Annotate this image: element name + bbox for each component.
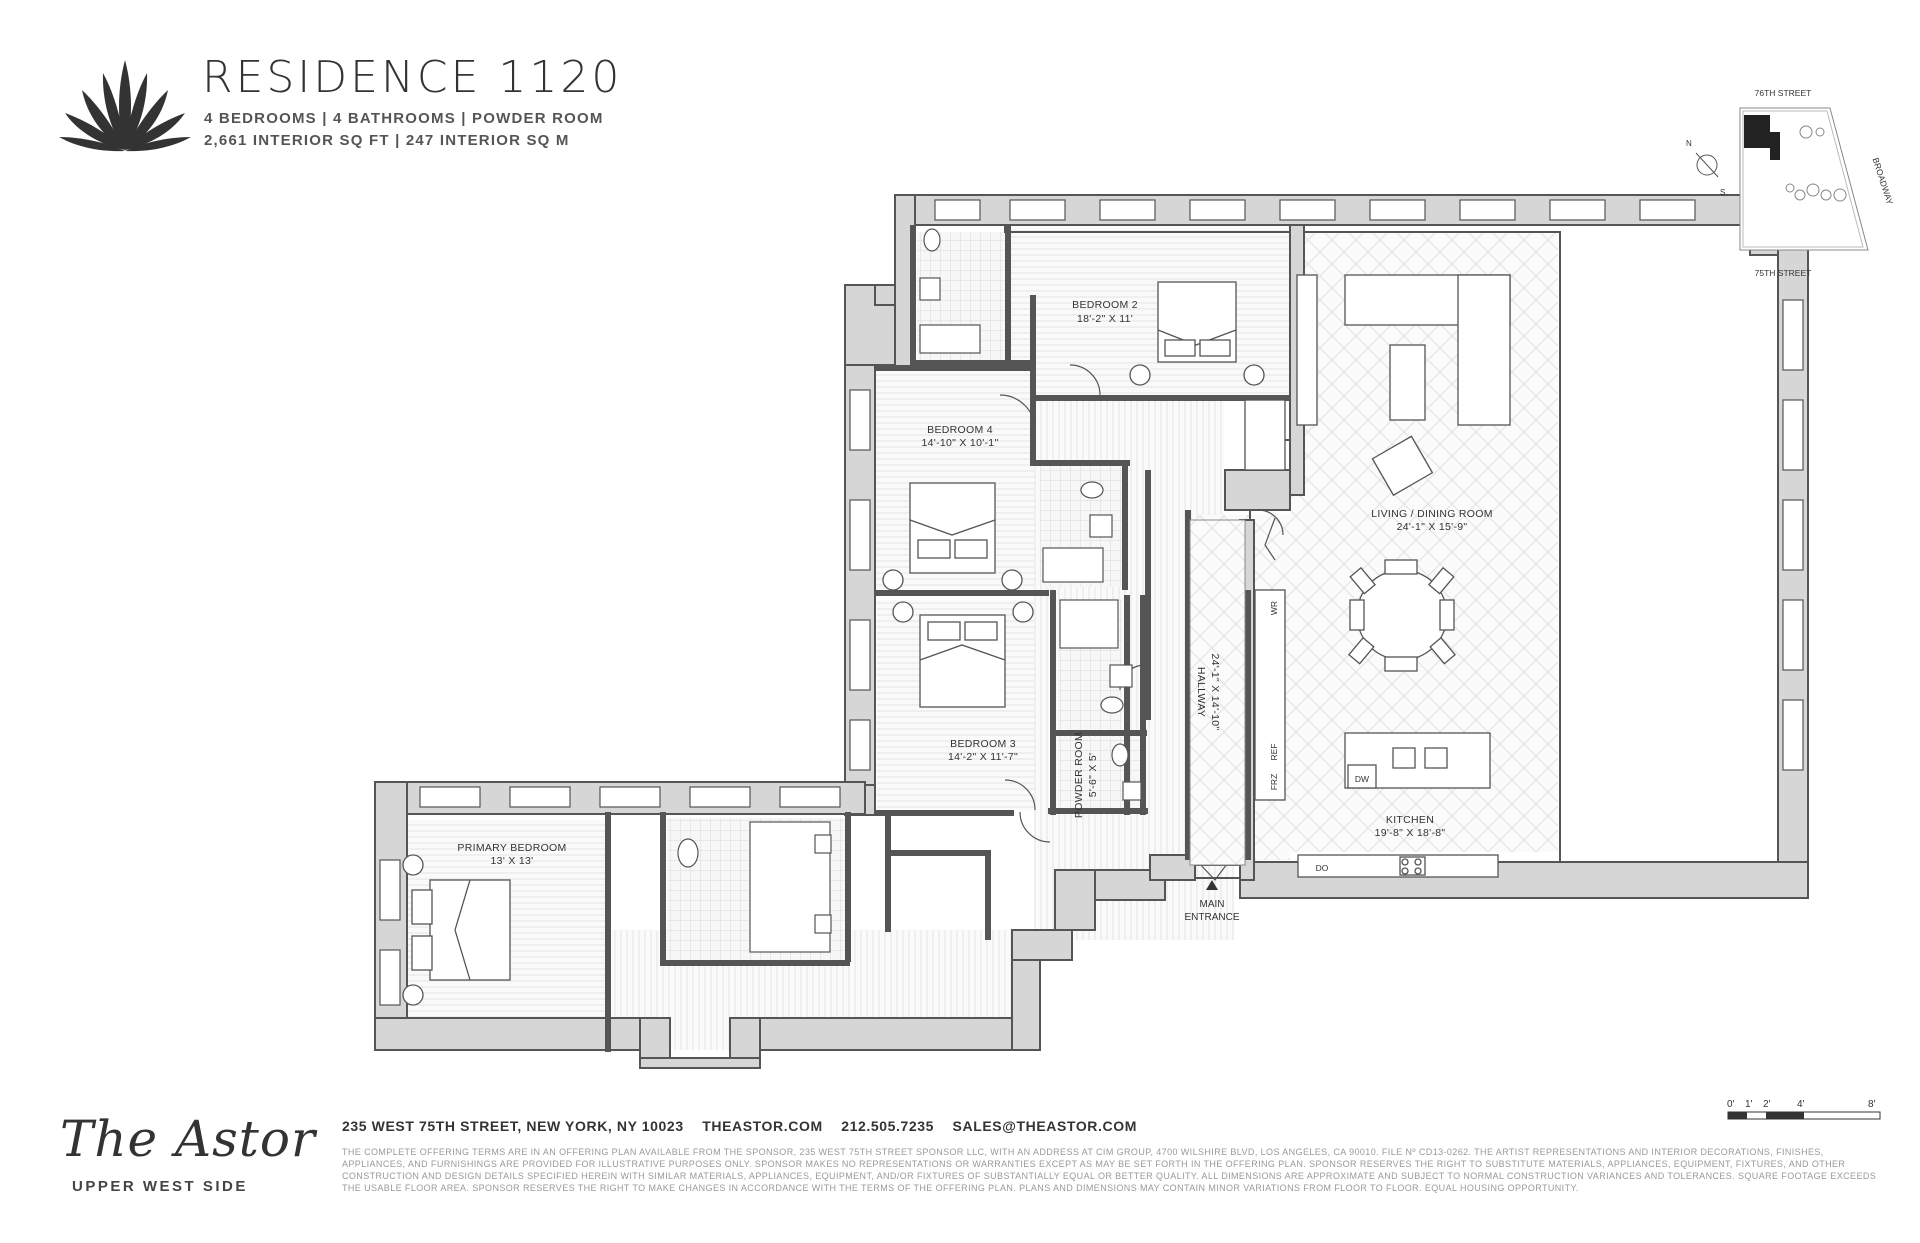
- residence-rooms-summary: 4 BEDROOMS | 4 BATHROOMS | POWDER ROOM: [204, 110, 604, 127]
- label-bedroom-4: BEDROOM 4: [927, 424, 993, 436]
- dims-bedroom-4: 14'-10" X 10'-1": [922, 437, 999, 449]
- phone-text[interactable]: 212.505.7235: [841, 1118, 935, 1134]
- brand-subtitle: UPPER WEST SIDE: [72, 1178, 248, 1195]
- doors: [999, 364, 1284, 881]
- label-bedroom-3: BEDROOM 3: [950, 738, 1016, 750]
- scale-tick-8: 8': [1868, 1099, 1876, 1110]
- label-refrigerator: REF: [1269, 744, 1279, 761]
- compass-north-label: N: [1686, 139, 1692, 148]
- label-double-oven: DO: [1316, 863, 1329, 873]
- scale-tick-2: 2': [1763, 1099, 1771, 1110]
- label-hallway: HALLWAY: [1195, 667, 1207, 717]
- scale-tick-0: 0': [1727, 1099, 1735, 1110]
- label-wine-refrigerator: WR: [1269, 601, 1279, 615]
- dims-hallway: 24'-1" X 14'-10": [1209, 654, 1221, 731]
- main-entrance: MAIN ENTRANCE: [1184, 880, 1240, 923]
- label-bedroom-2: BEDROOM 2: [1072, 299, 1138, 311]
- address-text: 235 WEST 75TH STREET, NEW YORK, NY 10023: [342, 1118, 684, 1134]
- keyplan-east-street: BROADWAY: [1871, 156, 1896, 206]
- contact-line: 235 WEST 75TH STREET, NEW YORK, NY 10023…: [342, 1118, 1151, 1134]
- dims-bedroom-3: 14'-2" X 11'-7": [948, 751, 1018, 763]
- scale-tick-1: 1': [1745, 1099, 1753, 1110]
- label-freezer: FRZ: [1269, 774, 1279, 791]
- brand-logotype: The Astor: [60, 1110, 316, 1168]
- astor-logo-icon: [59, 60, 191, 152]
- dims-kitchen: 19'-8" X 18'-8": [1375, 827, 1446, 839]
- label-primary-bedroom: PRIMARY BEDROOM: [457, 842, 566, 854]
- bath-fixtures: [677, 228, 1142, 953]
- dims-primary-bedroom: 13' X 13': [491, 855, 534, 867]
- compass-south-label: S: [1720, 188, 1725, 197]
- scale-tick-4: 4': [1797, 1099, 1805, 1110]
- entrance-arrow-icon: [1206, 880, 1218, 890]
- label-dishwasher: DW: [1355, 774, 1369, 784]
- label-kitchen: KITCHEN: [1386, 814, 1434, 826]
- beds: [402, 281, 1265, 1006]
- residence-title: RESIDENCE 1120: [202, 52, 623, 103]
- email-link[interactable]: SALES@THEASTOR.COM: [952, 1118, 1137, 1134]
- label-living-dining: LIVING / DINING ROOM: [1371, 508, 1493, 520]
- appliance-labels: WR REF FRZ DW DO: [1269, 601, 1369, 873]
- label-powder-room: POWDER ROOM: [1073, 732, 1085, 818]
- entrance-label-line1: MAIN: [1200, 899, 1225, 910]
- website-link[interactable]: THEASTOR.COM: [702, 1118, 823, 1134]
- keyplan-south-street: 75TH STREET: [1755, 268, 1812, 278]
- residence-area-summary: 2,661 INTERIOR SQ FT | 247 INTERIOR SQ M: [204, 132, 570, 149]
- keyplan-north-street: 76TH STREET: [1755, 88, 1812, 98]
- legal-disclaimer: THE COMPLETE OFFERING TERMS ARE IN AN OF…: [342, 1147, 1877, 1193]
- dims-living-dining: 24'-1" X 15'-9": [1397, 521, 1468, 533]
- dims-bedroom-2: 18'-2" X 11': [1077, 313, 1133, 325]
- key-plan: 76TH STREET 75TH STREET BROADWAY N S: [1686, 88, 1895, 278]
- dims-powder-room: 5'-6" X 5': [1087, 753, 1099, 798]
- interior-walls: [605, 225, 1290, 1052]
- scale-bar: 0' 1' 2' 4' 8': [1727, 1099, 1881, 1120]
- windows: [379, 199, 1804, 1006]
- room-labels: BEDROOM 2 18'-2" X 11' BEDROOM 4 14'-10"…: [457, 299, 1492, 867]
- hallway-floor: [1189, 519, 1246, 866]
- entrance-label-line2: ENTRANCE: [1184, 912, 1239, 923]
- living-furniture: [1244, 274, 1511, 878]
